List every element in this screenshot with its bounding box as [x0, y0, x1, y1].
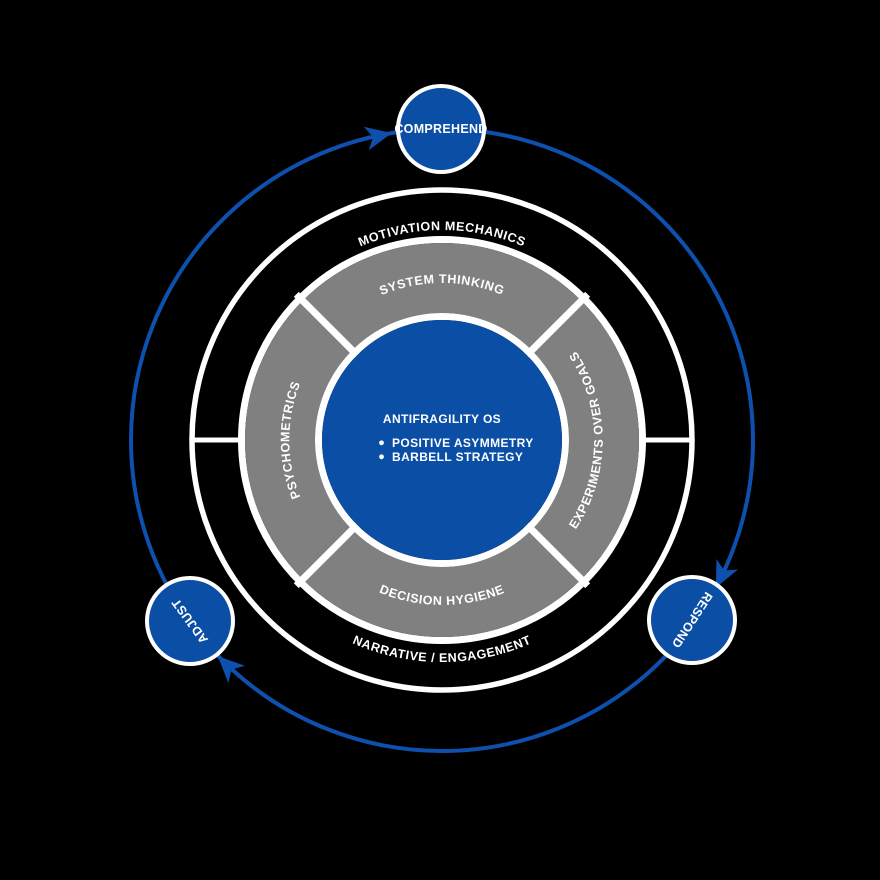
core-circle [322, 320, 562, 560]
segment-divider-nw [293, 291, 362, 360]
core-bullet-1: POSITIVE ASYMMETRY [392, 436, 534, 450]
orbit-node-adjust: ADJUST [145, 576, 235, 666]
middle-ring-inner-border [315, 313, 569, 567]
bullet-dot-icon [379, 454, 384, 460]
orbit-node-circle [396, 84, 486, 174]
segment-divider-se [522, 520, 591, 589]
core-title: ANTIFRAGILITY OS [383, 412, 501, 426]
orbit-node-comprehend: COMPREHEND [394, 84, 487, 174]
core: ANTIFRAGILITY OS POSITIVE ASYMMETRY BARB… [322, 320, 562, 560]
segment-divider-sw [293, 520, 362, 589]
arrowhead-icon [363, 126, 392, 151]
orbit-nodes: COMPREHEND RESPOND ADJUST [145, 84, 737, 666]
bullet-dot-icon [379, 440, 384, 446]
orbit-node-respond: RESPOND [647, 575, 737, 665]
arrowhead-icon [217, 656, 245, 683]
arrowhead-icon [715, 558, 739, 588]
orbit-node-label: COMPREHEND [394, 122, 487, 136]
middle-ring: SYSTEM THINKING EXPERIMENTS OVER GOALS D… [245, 243, 639, 637]
middle-ring-band [245, 243, 639, 637]
orbit-node-circle [145, 576, 235, 666]
core-bullet-2: BARBELL STRATEGY [392, 450, 523, 464]
segment-divider-ne [522, 291, 591, 360]
orbit-node-circle [647, 575, 737, 665]
